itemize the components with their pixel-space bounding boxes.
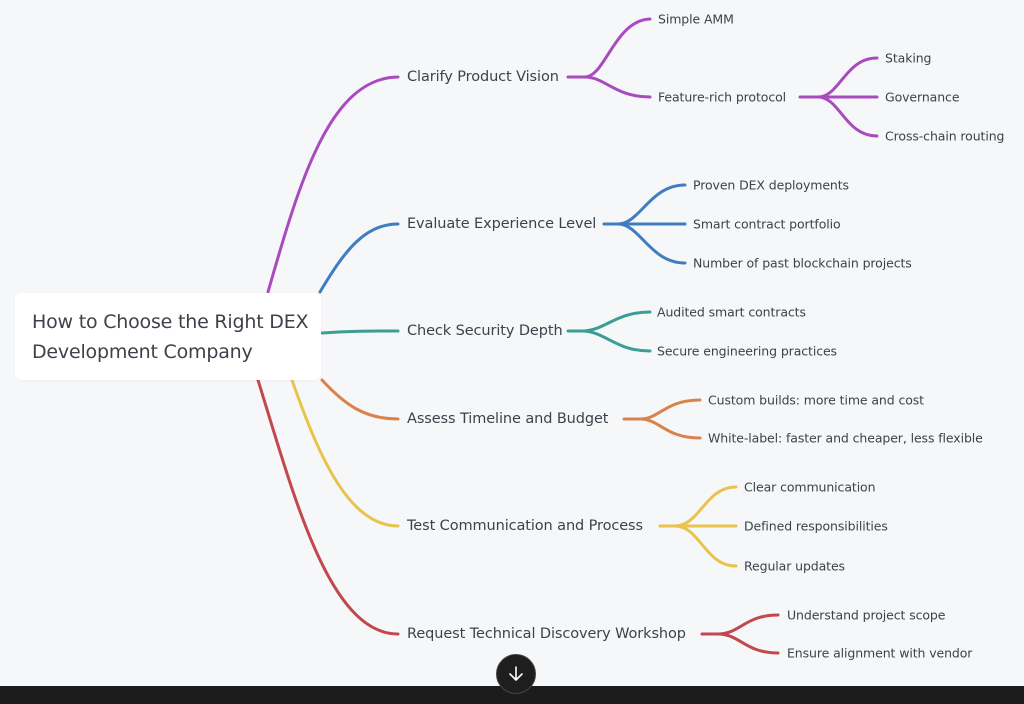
topic-check-security-depth[interactable]: Check Security Depth <box>407 323 563 339</box>
root-topic-card[interactable]: How to Choose the Right DEX Development … <box>15 293 321 380</box>
subtopic-ensure-vendor-alignment[interactable]: Ensure alignment with vendor <box>787 645 973 661</box>
root-topic-line-2: Development Company <box>32 341 253 363</box>
subtopic-white-label[interactable]: White-label: faster and cheaper, less fl… <box>708 430 983 446</box>
subtopic-cross-chain-routing[interactable]: Cross-chain routing <box>885 128 1005 144</box>
subtopic-simple-amm[interactable]: Simple AMM <box>658 11 734 27</box>
subtopic-feature-rich-protocol[interactable]: Feature-rich protocol <box>658 89 787 105</box>
subtopic-custom-builds[interactable]: Custom builds: more time and cost <box>708 392 924 408</box>
scroll-down-button[interactable] <box>496 654 536 694</box>
topic-evaluate-experience-level[interactable]: Evaluate Experience Level <box>407 216 597 232</box>
bottom-bar <box>0 686 1024 704</box>
subtopic-secure-engineering-practices[interactable]: Secure engineering practices <box>657 343 837 359</box>
connector-request-workshop <box>256 378 780 655</box>
connector-clarify-product-vision <box>266 17 879 294</box>
topic-clarify-product-vision[interactable]: Clarify Product Vision <box>407 69 559 85</box>
subtopic-audited-smart-contracts[interactable]: Audited smart contracts <box>657 304 806 320</box>
subtopic-regular-updates[interactable]: Regular updates <box>744 558 845 574</box>
connector-evaluate-experience <box>318 183 687 294</box>
subtopic-governance[interactable]: Governance <box>885 89 960 105</box>
connector-test-communication <box>290 378 738 568</box>
root-topic-line-1: How to Choose the Right DEX <box>32 311 309 333</box>
subtopic-staking[interactable]: Staking <box>885 50 932 66</box>
subtopic-proven-dex-deployments[interactable]: Proven DEX deployments <box>693 177 849 193</box>
arrow-down-icon <box>509 666 523 681</box>
topic-assess-timeline-budget[interactable]: Assess Timeline and Budget <box>407 411 609 427</box>
subtopic-smart-contract-portfolio[interactable]: Smart contract portfolio <box>693 216 841 232</box>
topic-request-discovery-workshop[interactable]: Request Technical Discovery Workshop <box>407 626 686 642</box>
topic-test-communication-process[interactable]: Test Communication and Process <box>407 518 643 534</box>
subtopic-understand-project-scope[interactable]: Understand project scope <box>787 607 946 623</box>
subtopic-clear-communication[interactable]: Clear communication <box>744 479 876 495</box>
subtopic-defined-responsibilities[interactable]: Defined responsibilities <box>744 518 888 534</box>
connector-assess-timeline <box>320 378 702 440</box>
connector-check-security <box>320 310 652 353</box>
subtopic-past-blockchain-projects[interactable]: Number of past blockchain projects <box>693 255 912 271</box>
